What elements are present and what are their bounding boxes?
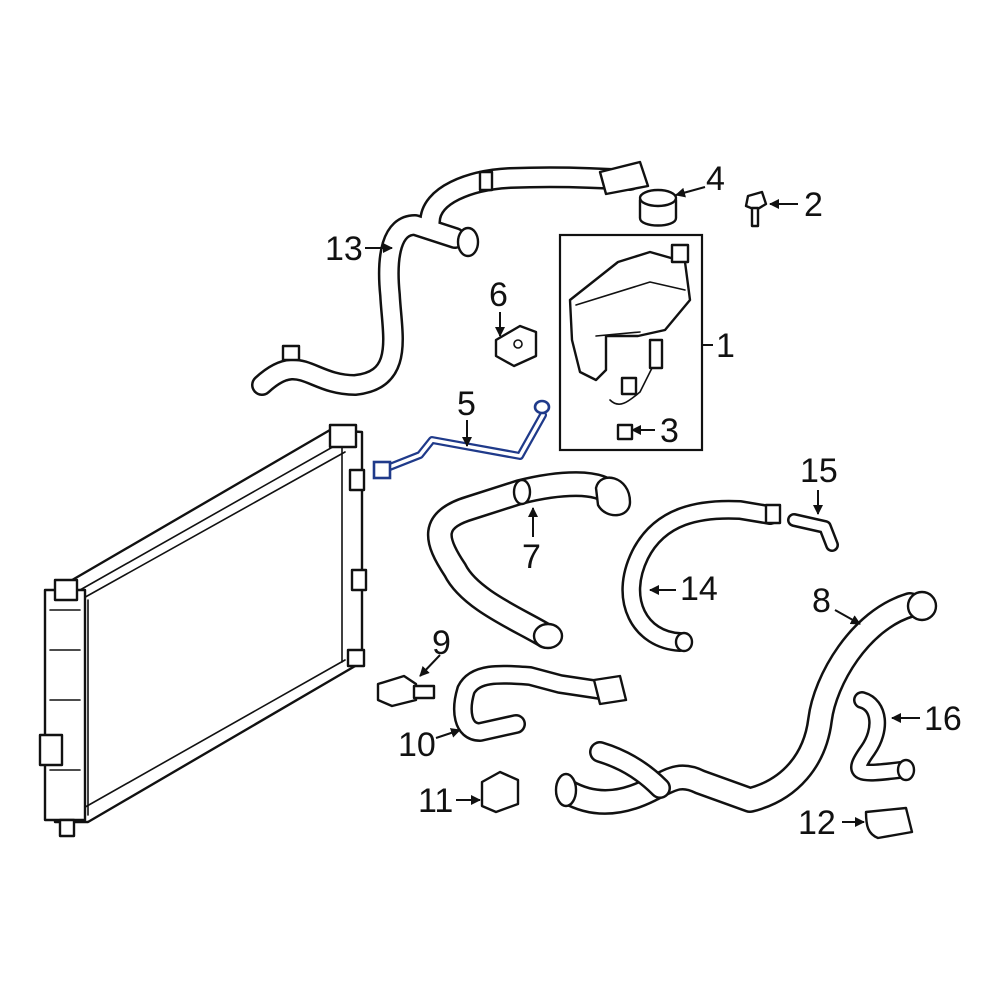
callout-14: 14 xyxy=(680,570,718,608)
radiator[interactable] xyxy=(38,423,368,838)
coolant-reservoir-1[interactable] xyxy=(558,233,704,452)
callout-9: 9 xyxy=(432,624,451,662)
callout-3: 3 xyxy=(660,412,679,450)
callout-11: 11 xyxy=(418,782,453,820)
lower-hose-8[interactable] xyxy=(554,590,938,815)
callout-8: 8 xyxy=(812,582,831,620)
reservoir-cap-4[interactable] xyxy=(638,188,678,227)
hose-7[interactable] xyxy=(427,471,632,650)
callout-12: 12 xyxy=(798,804,836,842)
leader-lines xyxy=(365,186,920,827)
bleed-hose-5[interactable] xyxy=(372,399,551,480)
callout-4: 4 xyxy=(706,160,725,198)
hose-16[interactable] xyxy=(850,691,916,782)
callout-numbers: 1 2 3 4 5 6 7 8 9 10 11 12 13 14 15 16 xyxy=(325,160,962,842)
hose-14[interactable] xyxy=(621,499,782,653)
hose-15[interactable] xyxy=(787,513,839,552)
bolt-2[interactable] xyxy=(744,190,768,228)
clip-12[interactable] xyxy=(864,806,914,840)
callout-10: 10 xyxy=(398,726,436,764)
callout-13: 13 xyxy=(325,230,363,268)
callout-15: 15 xyxy=(800,452,838,490)
bracket-11[interactable] xyxy=(480,770,520,814)
callout-2: 2 xyxy=(804,186,823,224)
callout-1: 1 xyxy=(716,327,735,365)
bracket-6[interactable] xyxy=(494,324,538,368)
callout-16: 16 xyxy=(924,700,962,738)
sensor-9[interactable] xyxy=(376,674,436,708)
callout-5: 5 xyxy=(457,385,476,423)
callout-6: 6 xyxy=(489,276,508,314)
hose-10[interactable] xyxy=(453,664,628,742)
callout-7: 7 xyxy=(522,538,541,576)
